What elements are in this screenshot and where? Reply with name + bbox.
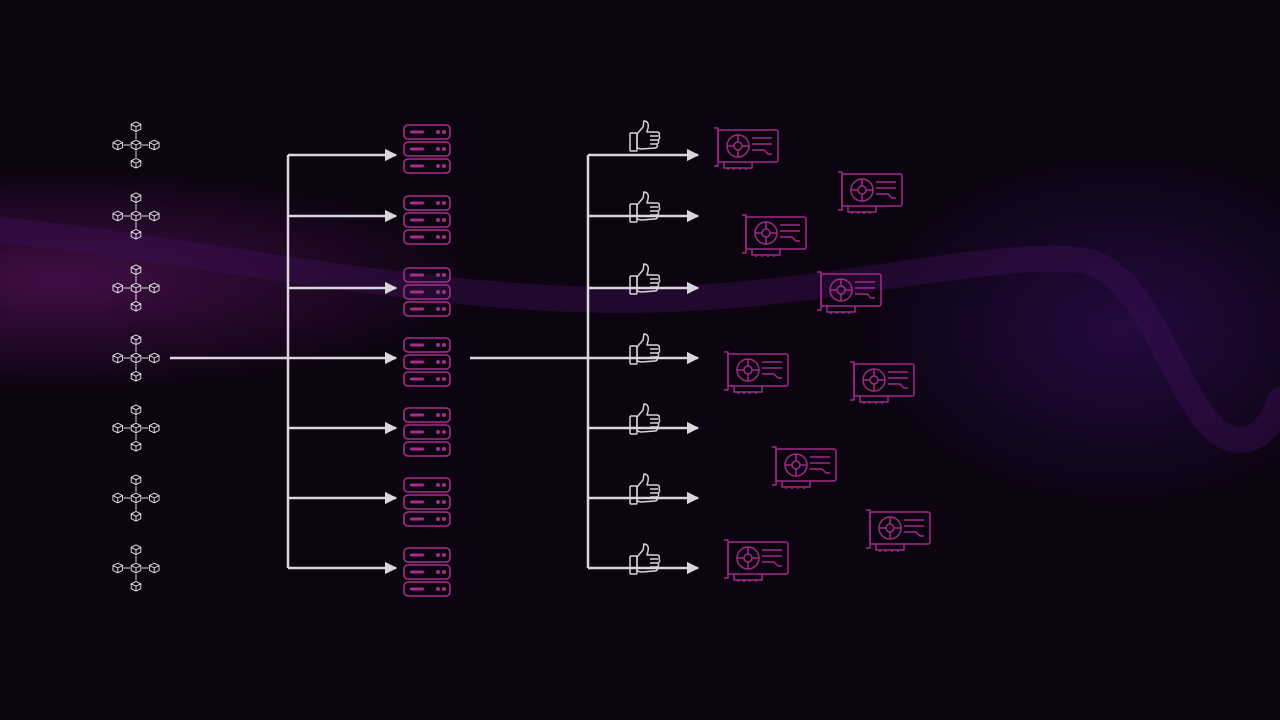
background-glow (0, 150, 1280, 510)
connector-lines (170, 148, 700, 575)
